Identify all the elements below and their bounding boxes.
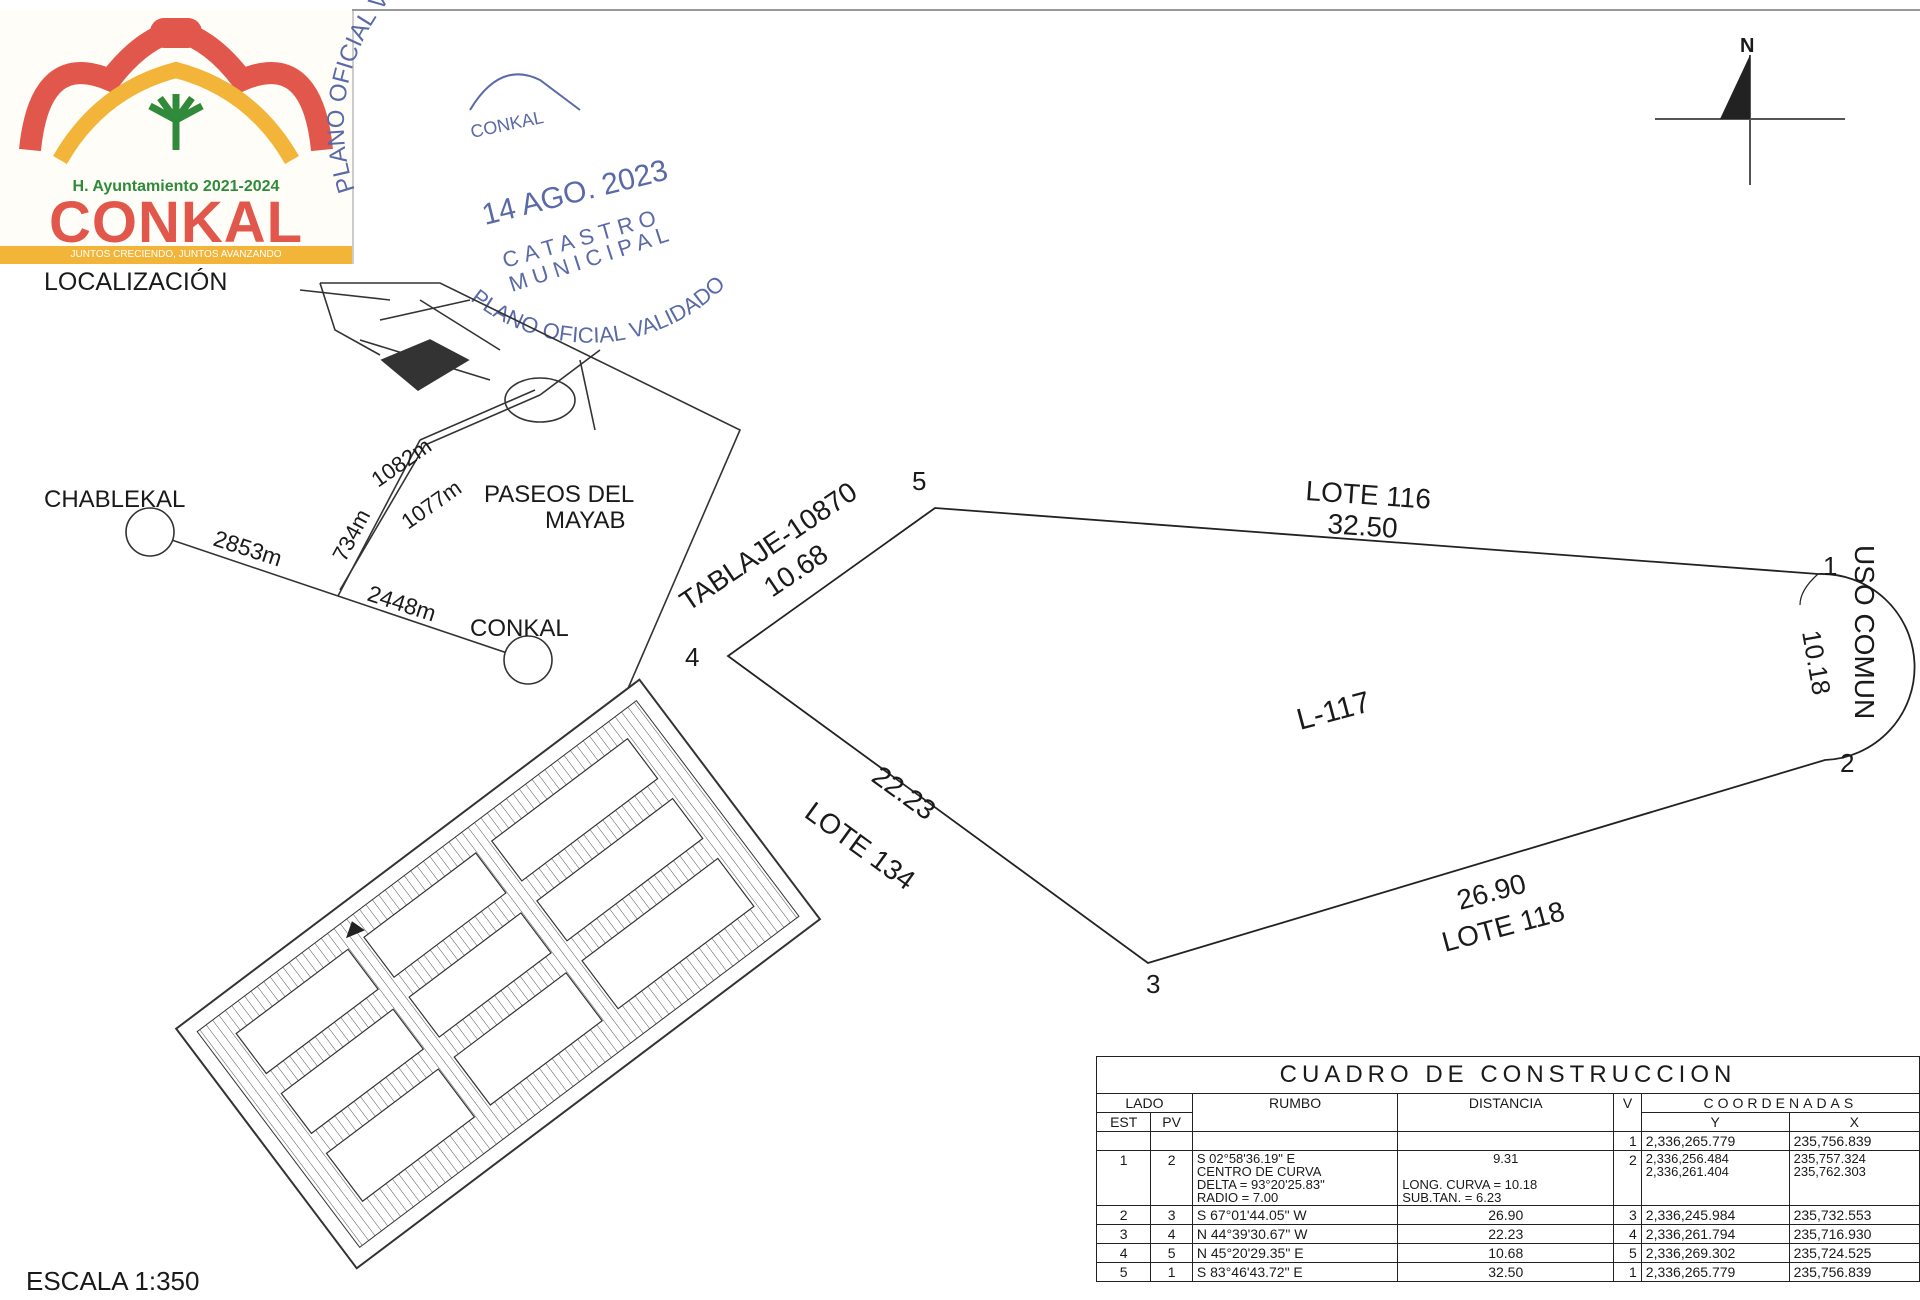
stamp-bottom-text: PLANO OFICIAL VALIDADO — [467, 271, 730, 348]
logo-council-text: H. Ayuntamiento 2021-2024 — [72, 178, 280, 195]
vertex-4: 4 — [685, 642, 699, 672]
location-map — [125, 282, 742, 731]
vertex-1: 1 — [1823, 551, 1837, 581]
table-row: 5 1 S 83°46'43.72" E 32.50 1 2,336,265.7… — [1096, 1262, 1920, 1282]
distance-2853: 2853m — [210, 525, 285, 571]
location-title: LOCALIZACIÓN — [44, 268, 228, 296]
header-x: X — [1788, 1112, 1920, 1132]
distance-734: 734m — [327, 505, 375, 565]
vertex-2: 2 — [1840, 748, 1854, 778]
stamp-inner-text: CONKAL — [469, 107, 546, 142]
place-paseos-2: MAYAB — [545, 507, 625, 534]
distance-1082: 1082m — [367, 433, 436, 492]
table-title: CUADRO DE CONSTRUCCION — [1096, 1056, 1920, 1094]
side-east-length: 10.18 — [1796, 628, 1837, 697]
header-rumbo: RUMBO — [1191, 1093, 1399, 1132]
header-est: EST — [1096, 1112, 1152, 1132]
municipal-logo: H. Ayuntamiento 2021-2024 CONKAL JUNTOS … — [0, 10, 354, 264]
distance-1077: 1077m — [397, 475, 466, 534]
logo-emblem-icon — [19, 18, 333, 165]
lot-polygon — [726, 507, 1916, 964]
vertex-3: 3 — [1146, 969, 1160, 999]
north-arrow-icon: N — [1655, 35, 1845, 185]
scale-label: ESCALA 1:350 — [26, 1266, 200, 1296]
header-y: Y — [1640, 1112, 1790, 1132]
construction-table: CUADRO DE CONSTRUCCION LADO RUMBO DISTAN… — [1096, 1056, 1920, 1300]
side-northwest-neighbor: TABLAJE-10870 — [674, 476, 863, 617]
header-pv: PV — [1150, 1112, 1193, 1132]
vertex-5: 5 — [912, 466, 926, 496]
table-row-curve: 1 2 S 02°58'36.19" E CENTRO DE CURVA DEL… — [1096, 1150, 1920, 1206]
logo-town-text: CONKAL — [48, 190, 304, 255]
subdivision-diagram — [174, 678, 822, 1270]
side-north-neighbor: LOTE 116 — [1305, 475, 1432, 515]
place-paseos-1: PASEOS DEL — [484, 481, 634, 508]
side-southwest-length: 22.23 — [866, 760, 941, 826]
lot-name: L-117 — [1293, 686, 1374, 737]
place-chablekal: CHABLEKAL — [44, 486, 185, 513]
table-row: 1 2,336,265.779 235,756.839 — [1096, 1131, 1920, 1151]
side-north-length: 32.50 — [1327, 508, 1399, 544]
distance-2448: 2448m — [364, 580, 439, 626]
side-east-neighbor: USO COMUN — [1849, 545, 1880, 719]
table-row: 4 5 N 45°20'29.35" E 10.68 5 2,336,269.3… — [1096, 1243, 1920, 1263]
official-stamp: PLANO OFICIAL VALIDADO CONKAL 14 AGO. 20… — [323, 0, 730, 348]
table-row: 2 3 S 67°01'44.05" W 26.90 3 2,336,245.9… — [1096, 1205, 1920, 1225]
stamp-top-text: PLANO OFICIAL VALIDADO — [323, 0, 478, 196]
header-coordenadas: COORDENADAS — [1640, 1093, 1920, 1113]
header-v: V — [1613, 1093, 1642, 1132]
logo-motto: JUNTOS CRECIENDO, JUNTOS AVANZANDO — [0, 246, 352, 264]
place-conkal: CONKAL — [470, 615, 569, 642]
table-row: 3 4 N 44°39'30.67" W 22.23 4 2,336,261.7… — [1096, 1224, 1920, 1244]
header-lado: LADO — [1096, 1093, 1193, 1113]
header-distancia: DISTANCIA — [1397, 1093, 1615, 1132]
north-label: N — [1740, 35, 1754, 57]
